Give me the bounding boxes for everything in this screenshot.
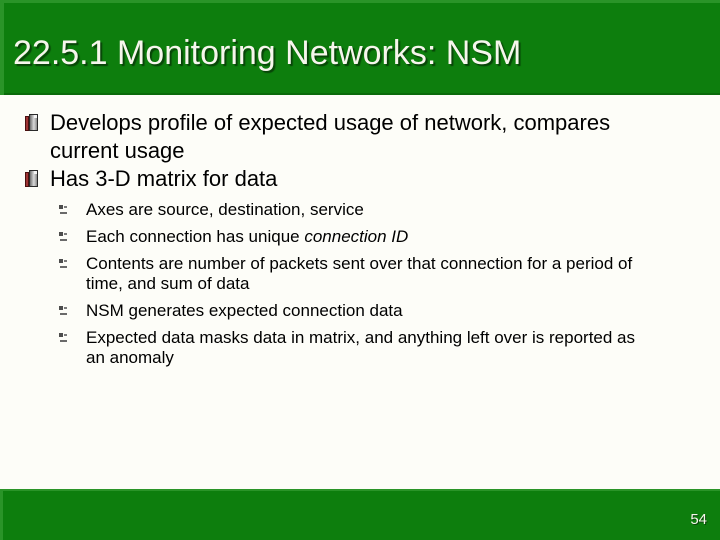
bullet-item: Develops profile of expected usage of ne…: [0, 109, 720, 165]
book-bullet-icon: [25, 170, 38, 187]
bullet-item: Has 3-D matrix for data: [0, 165, 720, 193]
bullet-list: Develops profile of expected usage of ne…: [0, 109, 720, 368]
sub-bullet-item: Each connection has unique connection ID: [0, 227, 720, 247]
marker-bullet-icon: [59, 205, 68, 215]
slide-title-bar: 22.5.1 Monitoring Networks: NSM: [0, 0, 720, 95]
sub-bullet-item: Expected data masks data in matrix, and …: [0, 328, 720, 368]
bullet-text: Each connection has unique connection ID: [86, 227, 409, 246]
sub-bullet-item: Contents are number of packets sent over…: [0, 254, 720, 294]
bullet-text: Has 3-D matrix for data: [50, 166, 278, 191]
footer-bar: 54: [0, 489, 720, 540]
book-bullet-icon: [25, 114, 38, 131]
bullet-text: Axes are source, destination, service: [86, 200, 364, 219]
marker-bullet-icon: [59, 333, 68, 343]
page-number: 54: [690, 511, 707, 528]
marker-bullet-icon: [59, 259, 68, 269]
bullet-text: Contents are number of packets sent over…: [86, 254, 633, 293]
slide-title: 22.5.1 Monitoring Networks: NSM: [13, 34, 522, 72]
bullet-text: Expected data masks data in matrix, and …: [86, 328, 636, 367]
sub-bullet-item: Axes are source, destination, service: [0, 200, 720, 220]
marker-bullet-icon: [59, 306, 68, 316]
marker-bullet-icon: [59, 232, 68, 242]
bullet-text: NSM generates expected connection data: [86, 301, 403, 320]
sub-bullet-item: NSM generates expected connection data: [0, 301, 720, 321]
bullet-text: Develops profile of expected usage of ne…: [50, 110, 611, 163]
